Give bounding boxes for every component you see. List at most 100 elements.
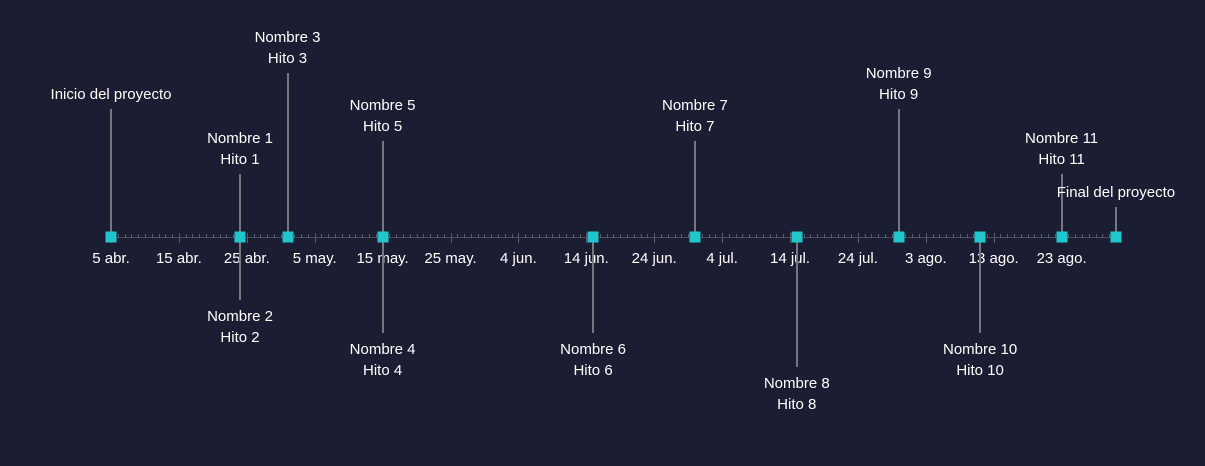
- axis-minor-tick: [871, 234, 873, 238]
- axis-minor-tick: [335, 234, 337, 238]
- axis-minor-tick: [538, 234, 540, 238]
- axis-tick-label: 14 jul.: [769, 250, 811, 267]
- axis-minor-tick: [531, 234, 533, 238]
- axis-minor-tick: [362, 234, 364, 238]
- axis-tick-label: 4 jul.: [706, 250, 738, 267]
- axis-minor-tick: [1048, 234, 1050, 238]
- axis-minor-tick: [783, 234, 785, 238]
- milestone-subtitle: Hito 4: [362, 362, 403, 379]
- axis-minor-tick: [185, 234, 187, 238]
- axis-minor-tick: [484, 234, 486, 238]
- axis-minor-tick: [701, 234, 703, 238]
- axis-minor-tick: [613, 234, 615, 238]
- axis-minor-tick: [436, 234, 438, 238]
- axis-minor-tick: [959, 234, 961, 238]
- axis-minor-tick: [206, 234, 208, 238]
- milestone-stem: [381, 237, 384, 333]
- milestone-stem: [239, 174, 241, 237]
- milestone-label: Nombre 4 Hito 4: [350, 339, 416, 381]
- axis-minor-tick: [912, 234, 914, 238]
- axis-minor-tick: [219, 234, 221, 238]
- axis-minor-tick: [477, 234, 479, 238]
- axis-minor-tick: [545, 234, 547, 238]
- axis-minor-tick: [837, 234, 839, 238]
- axis-minor-tick: [144, 234, 146, 238]
- axis-minor-tick: [878, 234, 880, 238]
- axis-minor-tick: [273, 234, 275, 238]
- axis-minor-tick: [966, 234, 968, 238]
- axis-minor-tick: [946, 234, 948, 238]
- milestone-stem: [1114, 207, 1117, 237]
- axis-minor-tick: [742, 234, 744, 238]
- axis-minor-tick: [199, 234, 201, 238]
- axis-minor-tick: [817, 234, 819, 238]
- milestone-marker: [105, 231, 117, 243]
- axis-minor-tick: [674, 234, 676, 238]
- axis-minor-tick: [504, 234, 506, 238]
- axis-major-tick: [857, 233, 859, 243]
- axis-minor-tick: [307, 234, 309, 238]
- milestone-label: Inicio del proyecto: [51, 84, 172, 105]
- axis-minor-tick: [253, 234, 255, 238]
- axis-tick-label: 4 jun.: [500, 250, 537, 267]
- axis-minor-tick: [579, 234, 581, 238]
- milestone-marker: [893, 231, 905, 243]
- milestone-marker: [1056, 231, 1068, 243]
- axis-tick-label: 23 ago.: [1036, 250, 1087, 267]
- axis-minor-tick: [919, 234, 920, 238]
- axis-minor-tick: [423, 234, 425, 238]
- milestone-name: Nombre 7: [662, 97, 728, 114]
- axis-minor-tick: [647, 234, 649, 238]
- milestone-marker: [689, 231, 701, 243]
- milestone-subtitle: Hito 5: [362, 118, 403, 135]
- axis-minor-tick: [525, 234, 527, 238]
- axis-minor-tick: [973, 234, 975, 238]
- axis-minor-tick: [151, 234, 153, 238]
- milestone-subtitle: Hito 9: [879, 86, 919, 103]
- axis-minor-tick: [464, 234, 466, 238]
- axis-minor-tick: [158, 234, 160, 238]
- axis-tick-label: 13 ago.: [968, 250, 1019, 267]
- axis-minor-tick: [599, 234, 601, 238]
- axis-minor-tick: [728, 234, 730, 238]
- axis-minor-tick: [756, 234, 758, 238]
- milestone-name: Nombre 6: [560, 341, 627, 358]
- axis-minor-tick: [986, 234, 988, 238]
- axis-minor-tick: [844, 234, 846, 238]
- milestone-marker: [974, 231, 986, 243]
- milestone-name: Nombre 2: [207, 308, 273, 325]
- milestone-stem: [239, 237, 241, 300]
- axis-minor-tick: [138, 234, 140, 238]
- milestone-name: Nombre 1: [207, 130, 273, 147]
- axis-minor-tick: [1068, 234, 1070, 238]
- milestone-name: Nombre 3: [254, 29, 321, 46]
- axis-minor-tick: [627, 234, 629, 238]
- milestone-name: Nombre 10: [943, 341, 1018, 358]
- axis-minor-tick: [1081, 234, 1083, 238]
- axis-minor-tick: [803, 234, 805, 238]
- axis-minor-tick: [715, 234, 717, 238]
- milestone-stem: [795, 237, 798, 367]
- axis-minor-tick: [117, 234, 119, 238]
- axis-major-tick: [246, 233, 248, 243]
- milestone-name: Nombre 8: [763, 375, 830, 392]
- milestone-stem: [286, 73, 289, 237]
- milestone-subtitle: Hito 8: [777, 396, 817, 413]
- milestone-label: Final del proyecto: [1057, 182, 1175, 203]
- axis-minor-tick: [328, 234, 330, 238]
- axis-minor-tick: [552, 234, 554, 238]
- axis-major-tick: [654, 233, 656, 243]
- axis-minor-tick: [633, 234, 635, 238]
- axis-minor-tick: [660, 234, 662, 238]
- axis-tick-label: 14 jun.: [563, 250, 609, 267]
- axis-minor-tick: [233, 234, 235, 238]
- axis-minor-tick: [131, 234, 133, 238]
- milestone-name: Nombre 4: [349, 341, 416, 358]
- axis-minor-tick: [885, 234, 887, 238]
- axis-minor-tick: [172, 234, 174, 238]
- axis-minor-tick: [260, 234, 262, 238]
